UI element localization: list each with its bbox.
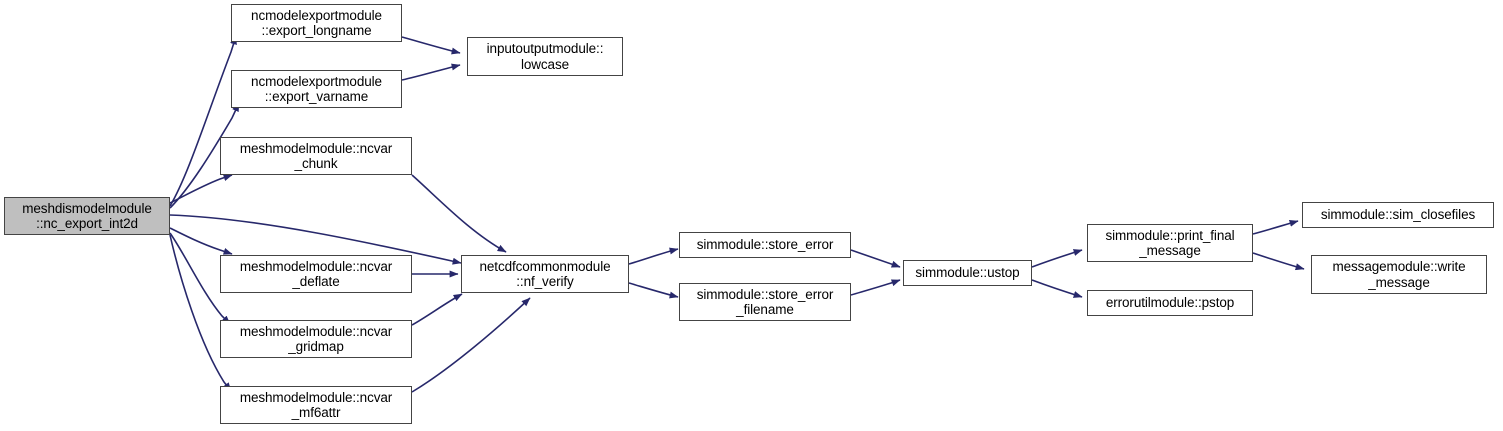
graph-node-sim_closefiles[interactable]: simmodule::sim_closefiles	[1302, 202, 1494, 228]
graph-node-label: netcdfcommonmodule ::nf_verify	[479, 258, 611, 289]
graph-node-export_longname[interactable]: ncmodelexportmodule ::export_longname	[231, 4, 402, 42]
graph-node-ncvar_chunk[interactable]: meshmodelmodule::ncvar _chunk	[220, 137, 412, 175]
graph-node-label: simmodule::ustop	[915, 265, 1020, 281]
graph-node-nf_verify[interactable]: netcdfcommonmodule ::nf_verify	[461, 255, 629, 293]
graph-node-label: simmodule::print_final _message	[1105, 227, 1235, 258]
graph-node-label: ncmodelexportmodule ::export_varname	[251, 73, 382, 104]
graph-edge-export_longname-to-lowcase	[401, 36, 461, 55]
graph-node-print_final_message[interactable]: simmodule::print_final _message	[1087, 224, 1253, 262]
graph-node-label: simmodule::store_error _filename	[696, 286, 834, 317]
graph-edge-ncvar_gridmap-to-nf_verify	[411, 293, 463, 326]
graph-edge-ncvar_mf6attr-to-nf_verify	[411, 297, 531, 393]
graph-node-label: meshmodelmodule::ncvar _chunk	[239, 140, 393, 171]
graph-edge-nf_verify-to-store_error_filename	[628, 282, 679, 299]
graph-node-write_message[interactable]: messagemodule::write _message	[1311, 255, 1487, 294]
graph-node-label: meshmodelmodule::ncvar _mf6attr	[239, 389, 393, 420]
graph-edge-print_final_message-to-write_message	[1252, 252, 1305, 271]
graph-node-label: meshmodelmodule::ncvar _deflate	[239, 258, 393, 289]
graph-node-label: meshmodelmodule::ncvar _gridmap	[239, 323, 393, 354]
graph-node-label: simmodule::store_error	[696, 237, 834, 253]
graph-edge-print_final_message-to-sim_closefiles	[1252, 219, 1299, 235]
graph-edge-nc_export_int2d-to-ncvar_deflate	[169, 227, 233, 255]
graph-node-ustop[interactable]: simmodule::ustop	[903, 260, 1032, 286]
graph-edge-ustop-to-pstop	[1031, 279, 1083, 298]
graph-node-store_error_filename[interactable]: simmodule::store_error _filename	[679, 283, 851, 321]
graph-node-nc_export_int2d[interactable]: meshdismodelmodule ::nc_export_int2d	[4, 197, 170, 235]
graph-edge-export_varname-to-lowcase	[401, 63, 461, 81]
graph-edge-nc_export_int2d-to-ncvar_chunk	[169, 174, 233, 204]
graph-edge-store_error_filename-to-ustop	[850, 279, 901, 296]
graph-node-label: errorutilmodule::pstop	[1105, 295, 1235, 311]
graph-edge-ncvar_chunk-to-nf_verify	[411, 174, 507, 253]
graph-edge-nc_export_int2d-to-export_longname	[169, 35, 237, 207]
graph-node-label: meshdismodelmodule ::nc_export_int2d	[22, 200, 152, 231]
graph-node-store_error[interactable]: simmodule::store_error	[679, 232, 851, 258]
graph-edge-store_error-to-ustop	[850, 249, 901, 268]
graph-node-label: ncmodelexportmodule ::export_longname	[251, 7, 382, 38]
graph-edge-ustop-to-print_final_message	[1031, 249, 1083, 268]
graph-node-ncvar_gridmap[interactable]: meshmodelmodule::ncvar _gridmap	[220, 320, 412, 358]
graph-node-ncvar_deflate[interactable]: meshmodelmodule::ncvar _deflate	[220, 255, 412, 293]
graph-node-label: inputoutputmodule:: lowcase	[486, 41, 604, 72]
graph-edge-nf_verify-to-store_error	[628, 247, 679, 265]
graph-node-ncvar_mf6attr[interactable]: meshmodelmodule::ncvar _mf6attr	[220, 386, 412, 424]
graph-node-export_varname[interactable]: ncmodelexportmodule ::export_varname	[231, 70, 402, 108]
graph-node-label: messagemodule::write _message	[1332, 259, 1466, 290]
graph-node-label: simmodule::sim_closefiles	[1320, 207, 1476, 223]
graph-node-lowcase[interactable]: inputoutputmodule:: lowcase	[467, 37, 623, 76]
graph-node-pstop[interactable]: errorutilmodule::pstop	[1087, 290, 1253, 316]
